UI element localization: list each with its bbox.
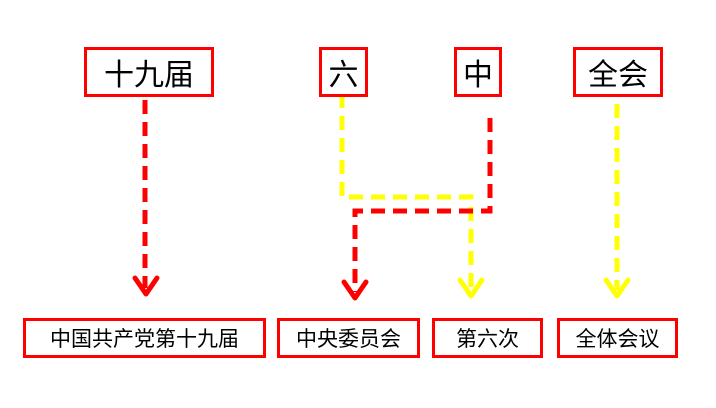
arrowhead-zhong [341, 279, 369, 301]
term-zhong: 中 [454, 47, 502, 97]
term-liu: 六 [319, 47, 368, 97]
expansion-party-19th: 中国共产党第十九届 [23, 318, 266, 358]
term-shijiujie: 十九届 [84, 47, 214, 97]
arrowhead-shijiujie [132, 275, 160, 297]
arrowhead-liu [457, 277, 485, 299]
expansion-sixth: 第六次 [432, 318, 543, 358]
expansion-central-committee: 中央委员会 [277, 318, 420, 358]
arrow-zhong [352, 118, 493, 292]
expansion-plenary-session: 全体会议 [557, 318, 678, 358]
arrow-liu [339, 94, 474, 290]
arrowhead-quanhui [603, 277, 631, 299]
term-quanhui: 全会 [573, 47, 663, 97]
